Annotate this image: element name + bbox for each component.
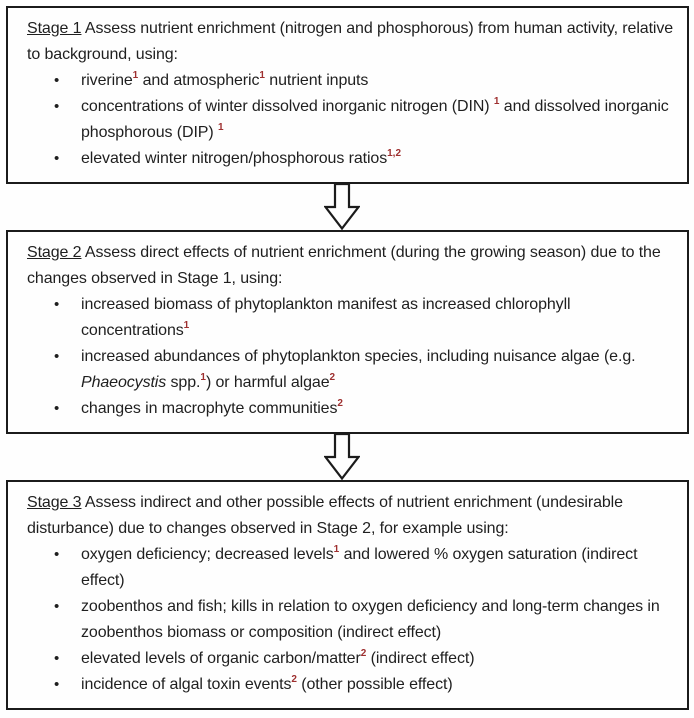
bullet-text: riverine1 and atmospheric1 nutrient inpu… xyxy=(81,69,369,89)
bullet-marker: • xyxy=(54,348,60,365)
text-run: Assess direct effects of nutrient enrich… xyxy=(27,244,661,287)
superscript-ref: 2 xyxy=(360,647,367,659)
text-run: and atmospheric xyxy=(138,72,260,89)
bullet-marker: • xyxy=(54,72,60,89)
superscript-ref: 1 xyxy=(493,95,500,107)
text-run: riverine xyxy=(81,72,133,89)
text-run: changes in macrophyte communities xyxy=(81,400,338,417)
stage-3-intro: Stage 3 Assess indirect and other possib… xyxy=(27,490,675,542)
species-name: Phaeocystis xyxy=(81,374,167,391)
text-run: increased abundances of phytoplankton sp… xyxy=(81,348,636,365)
bullet-text: incidence of algal toxin events2 (other … xyxy=(81,673,453,693)
bullet-marker: • xyxy=(54,98,60,115)
bullet-item: • elevated winter nitrogen/phosphorous ra… xyxy=(27,146,675,172)
stage-1-box: Stage 1 Assess nutrient enrichment (nitr… xyxy=(6,6,689,184)
superscript-ref: 1 xyxy=(132,69,139,81)
superscript-ref: 1 xyxy=(217,121,224,133)
bullet-item: • increased abundances of phytoplankton s… xyxy=(27,344,675,396)
stage-3-bullet-list: • oxygen deficiency; decreased levels1 an… xyxy=(27,542,675,698)
bullet-text: elevated winter nitrogen/phosphorous rat… xyxy=(81,147,402,167)
text-run: elevated levels of organic carbon/matter xyxy=(81,650,361,667)
text-run: nutrient inputs xyxy=(264,72,369,89)
superscript-ref: 2 xyxy=(329,371,336,383)
bullet-marker: • xyxy=(54,296,60,313)
down-arrow-icon xyxy=(6,184,689,230)
bullet-text: increased biomass of phytoplankton manif… xyxy=(81,296,571,339)
stage-1-bullet-list: •riverine1 and atmospheric1 nutrient inp… xyxy=(27,68,675,172)
bullet-item: •riverine1 and atmospheric1 nutrient inp… xyxy=(27,68,675,94)
superscript-ref: 1 xyxy=(200,371,206,383)
stage-label: Stage 2 xyxy=(27,244,82,261)
bullet-marker: • xyxy=(54,400,60,417)
text-run: and dissolved inorganic phosphorous (DIP… xyxy=(81,98,669,141)
text-run: Assess nutrient enrichment (nitrogen and… xyxy=(27,20,674,63)
bullet-marker: • xyxy=(54,598,60,615)
text-run: (indirect effect) xyxy=(366,650,475,667)
bullet-item: • elevated levels of organic carbon/matte… xyxy=(27,646,675,672)
text-run: concentrations of winter dissolved inorg… xyxy=(81,98,494,115)
text-run: and lowered % oxygen saturation (indirec… xyxy=(81,546,638,589)
stage-label: Stage 3 xyxy=(27,494,82,511)
bullet-item: • changes in macrophyte communities2 xyxy=(27,396,675,422)
down-arrow-icon xyxy=(6,434,689,480)
bullet-item: • concentrations of winter dissolved inor… xyxy=(27,94,675,146)
bullet-marker: • xyxy=(54,546,60,563)
stage-2-intro: Stage 2 Assess direct effects of nutrien… xyxy=(27,240,675,292)
bullet-item: • increased biomass of phytoplankton mani… xyxy=(27,292,675,344)
bullet-text: elevated levels of organic carbon/matter… xyxy=(81,647,475,667)
superscript-ref: 1,2 xyxy=(387,147,402,159)
stage-3-box: Stage 3 Assess indirect and other possib… xyxy=(6,480,689,710)
bullet-text: changes in macrophyte communities2 xyxy=(81,397,343,417)
superscript-ref: 1 xyxy=(183,319,190,331)
text-run: incidence of algal toxin events xyxy=(81,676,292,693)
bullet-text: increased abundances of phytoplankton sp… xyxy=(81,348,636,391)
bullet-marker: • xyxy=(54,676,60,693)
superscript-ref: 2 xyxy=(291,673,297,685)
text-run: Assess indirect and other possible effec… xyxy=(27,494,623,537)
stage-label: Stage 1 xyxy=(27,20,82,37)
bullet-item: • oxygen deficiency; decreased levels1 an… xyxy=(27,542,675,594)
text-run: zoobenthos and fish; kills in relation t… xyxy=(81,598,660,641)
text-run: oxygen deficiency; decreased levels xyxy=(81,546,334,563)
bullet-text: zoobenthos and fish; kills in relation t… xyxy=(81,598,660,641)
text-run: (other possible effect) xyxy=(296,676,453,693)
superscript-ref: 1 xyxy=(259,69,265,81)
superscript-ref: 1 xyxy=(333,543,340,555)
bullet-text: oxygen deficiency; decreased levels1 and… xyxy=(81,543,638,589)
text-run: ) or harmful algae xyxy=(205,374,330,391)
stage-2-bullet-list: • increased biomass of phytoplankton mani… xyxy=(27,292,675,422)
superscript-ref: 2 xyxy=(337,397,343,409)
text-run: elevated winter nitrogen/phosphorous rat… xyxy=(81,150,388,167)
bullet-marker: • xyxy=(54,650,60,667)
bullet-item: • zoobenthos and fish; kills in relation … xyxy=(27,594,675,646)
text-run: increased biomass of phytoplankton manif… xyxy=(81,296,571,339)
text-run: spp. xyxy=(166,374,201,391)
bullet-item: • incidence of algal toxin events2 (other… xyxy=(27,672,675,698)
stage-1-intro: Stage 1 Assess nutrient enrichment (nitr… xyxy=(27,16,675,68)
stage-2-box: Stage 2 Assess direct effects of nutrien… xyxy=(6,230,689,434)
bullet-text: concentrations of winter dissolved inorg… xyxy=(81,95,669,141)
bullet-marker: • xyxy=(54,150,60,167)
